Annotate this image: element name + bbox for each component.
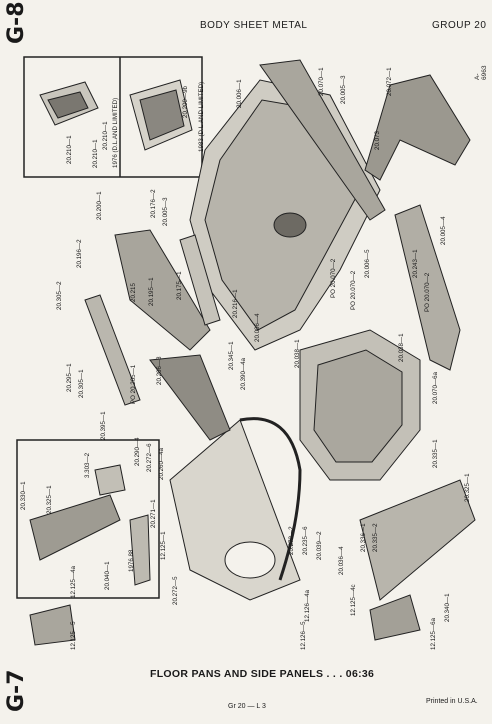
part-label: 20.325—1	[464, 473, 471, 502]
part-label: 20.176—2	[150, 189, 157, 218]
part-label: 20.305—1	[78, 369, 85, 398]
part-label: 12.126—4a	[304, 590, 311, 622]
part-label: 20.335—1	[432, 439, 439, 468]
part-label: 20.330—1	[20, 481, 27, 510]
part-label: PO 20.205—1	[130, 364, 137, 404]
printed-notice: Printed in U.S.A.	[426, 698, 478, 705]
header-group: GROUP 20	[432, 20, 487, 31]
part-label: 20.070—1	[318, 67, 325, 96]
part-label: 20.335—2	[372, 523, 379, 552]
part-label: 20.206—3	[156, 356, 163, 385]
part-label: 20.345—1	[228, 341, 235, 370]
part-label: 20.070—6a	[432, 372, 439, 404]
part-label: 20.006—5	[364, 249, 371, 278]
part-label: 20.395—1	[100, 411, 107, 440]
part-label: 1976 (D.L.AND LIMITED)	[112, 97, 119, 168]
part-label: 20.216—1	[232, 289, 239, 318]
part-label: PO 20.070—2	[424, 272, 431, 312]
part-label: 20.005—3	[340, 75, 347, 104]
part-label: 20.295—1	[66, 363, 73, 392]
part-label: 20.210—1	[66, 135, 73, 164]
part-label: 1983 (D.L.AND LIMITED)	[198, 81, 205, 152]
part-label: 20.272—6	[146, 443, 153, 472]
part-label: 20.209—9b	[182, 86, 189, 118]
part-label: 1976 88	[128, 549, 135, 572]
part-label: 12.125—4a	[70, 566, 77, 598]
part-label: 20.196—2	[76, 239, 83, 268]
figure-caption: FLOOR PANS AND SIDE PANELS . . . 06:36	[150, 668, 375, 680]
part-label: 20.210—1	[102, 121, 109, 150]
part-label: 20.272—2	[288, 526, 295, 555]
part-label: 20.305—2	[56, 281, 63, 310]
part-label: 12.125—6a	[430, 618, 437, 650]
part-label: 20.272—5	[172, 576, 179, 605]
part-label: 20.039—2	[316, 531, 323, 560]
part-label: 20.040—1	[104, 561, 111, 590]
part-label: 20.243—1	[412, 249, 419, 278]
part-label: 12.125—1	[160, 531, 167, 560]
part-label: 20.036—4	[338, 546, 345, 575]
part-label: 20.006—4	[254, 313, 261, 342]
header-title: BODY SHEET METAL	[200, 20, 308, 31]
part-label: 20.072—1	[386, 67, 393, 96]
part-label: 12.125—4c	[350, 584, 357, 616]
part-label: 3.303—2	[84, 452, 91, 478]
part-label: 20.210—1	[92, 139, 99, 168]
footer-reference: Gr 20 — L 3	[228, 703, 266, 710]
part-label: 20.175—1	[176, 271, 183, 300]
part-label: 20.006—1	[236, 79, 243, 108]
part-label: 20.235—6	[302, 526, 309, 555]
part-label: 12.125—5	[70, 621, 77, 650]
part-label: 20.290—4	[134, 437, 141, 466]
part-label: 20.340—1	[444, 593, 451, 622]
part-label: PO 20.070—2	[330, 258, 337, 298]
part-label: 20.005—3	[162, 197, 169, 226]
part-label: 20.260—4a	[158, 448, 165, 480]
part-label: 12.126—5	[300, 621, 307, 650]
part-label: 20.215	[130, 283, 137, 302]
part-label: 20.005—4	[440, 216, 447, 245]
part-label: 20.038—1	[294, 339, 301, 368]
part-label: 20.390—4a	[240, 358, 247, 390]
part-label: 20.195—1	[148, 277, 155, 306]
part-label: PO 20.070—2	[350, 270, 357, 310]
part-label: 20.073	[374, 131, 381, 150]
part-label: 20.325—1	[46, 485, 53, 514]
part-label: 20.200—1	[96, 191, 103, 220]
part-label: 20.038—1	[398, 333, 405, 362]
part-label: 20.336—1	[360, 523, 367, 552]
part-label: 20.271—1	[150, 499, 157, 528]
